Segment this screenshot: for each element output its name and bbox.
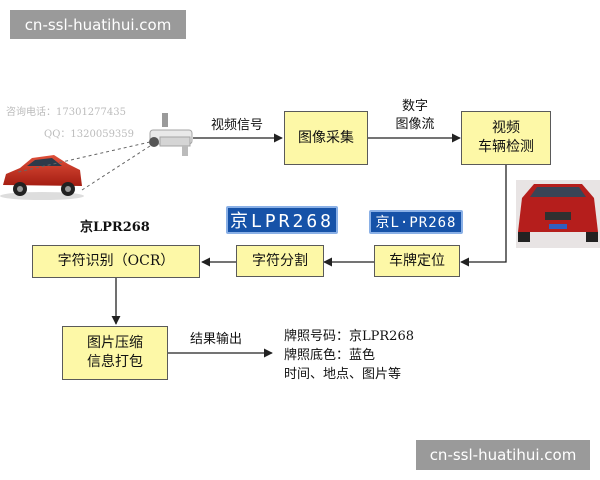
car-side-image (0, 155, 84, 200)
plate-read-label: 京LPR268 (80, 220, 150, 235)
ocr-box: 字符识别（OCR） (32, 245, 200, 278)
watermark-top: cn-ssl-huatihui.com (10, 10, 186, 39)
contact-phone: 咨询电话：17301277435 (6, 107, 126, 118)
vehicle-detection-box: 视频 车辆检测 (461, 111, 551, 165)
output-label: 结果输出 (190, 332, 243, 347)
watermark-bottom: cn-ssl-huatihui.com (416, 440, 590, 470)
digital-stream-label-1: 数字 (401, 99, 428, 114)
char-segmentation-label: 字符分割 (252, 252, 308, 269)
vehicle-detection-label-2: 车辆检测 (478, 139, 534, 155)
vehicle-detection-label-1: 视频 (492, 120, 520, 137)
result-extra: 时间、地点、图片等 (284, 367, 402, 382)
result-plate-color: 牌照底色：蓝色 (284, 348, 376, 363)
digital-stream-label-2: 图像流 (395, 116, 435, 132)
pack-label-1: 图片压缩 (87, 335, 143, 352)
pack-box: 图片压缩 信息打包 (62, 326, 168, 380)
plate-location-label: 车牌定位 (389, 252, 445, 269)
video-signal-label: 视频信号 (211, 118, 264, 133)
contact-qq: QQ：1320059359 (44, 129, 135, 140)
camera-image (149, 113, 193, 156)
char-segmentation-box: 字符分割 (236, 245, 324, 277)
located-plate-image: 京L·PR268 (369, 210, 463, 234)
image-capture-box: 图像采集 (284, 111, 368, 165)
car-front-image (516, 180, 600, 248)
plate-location-box: 车牌定位 (374, 245, 460, 277)
segmented-plate-image: 京LPR268 (226, 206, 338, 234)
digital-stream-label: 数字 图像流 (380, 98, 450, 133)
ocr-label: 字符识别（OCR） (57, 253, 175, 270)
result-plate-number: 牌照号码：京LPR268 (284, 329, 414, 344)
image-capture-label: 图像采集 (298, 129, 354, 146)
result-info: 牌照号码：京LPR268 牌照底色：蓝色 时间、地点、图片等 (284, 327, 414, 384)
pack-label-2: 信息打包 (87, 354, 143, 370)
